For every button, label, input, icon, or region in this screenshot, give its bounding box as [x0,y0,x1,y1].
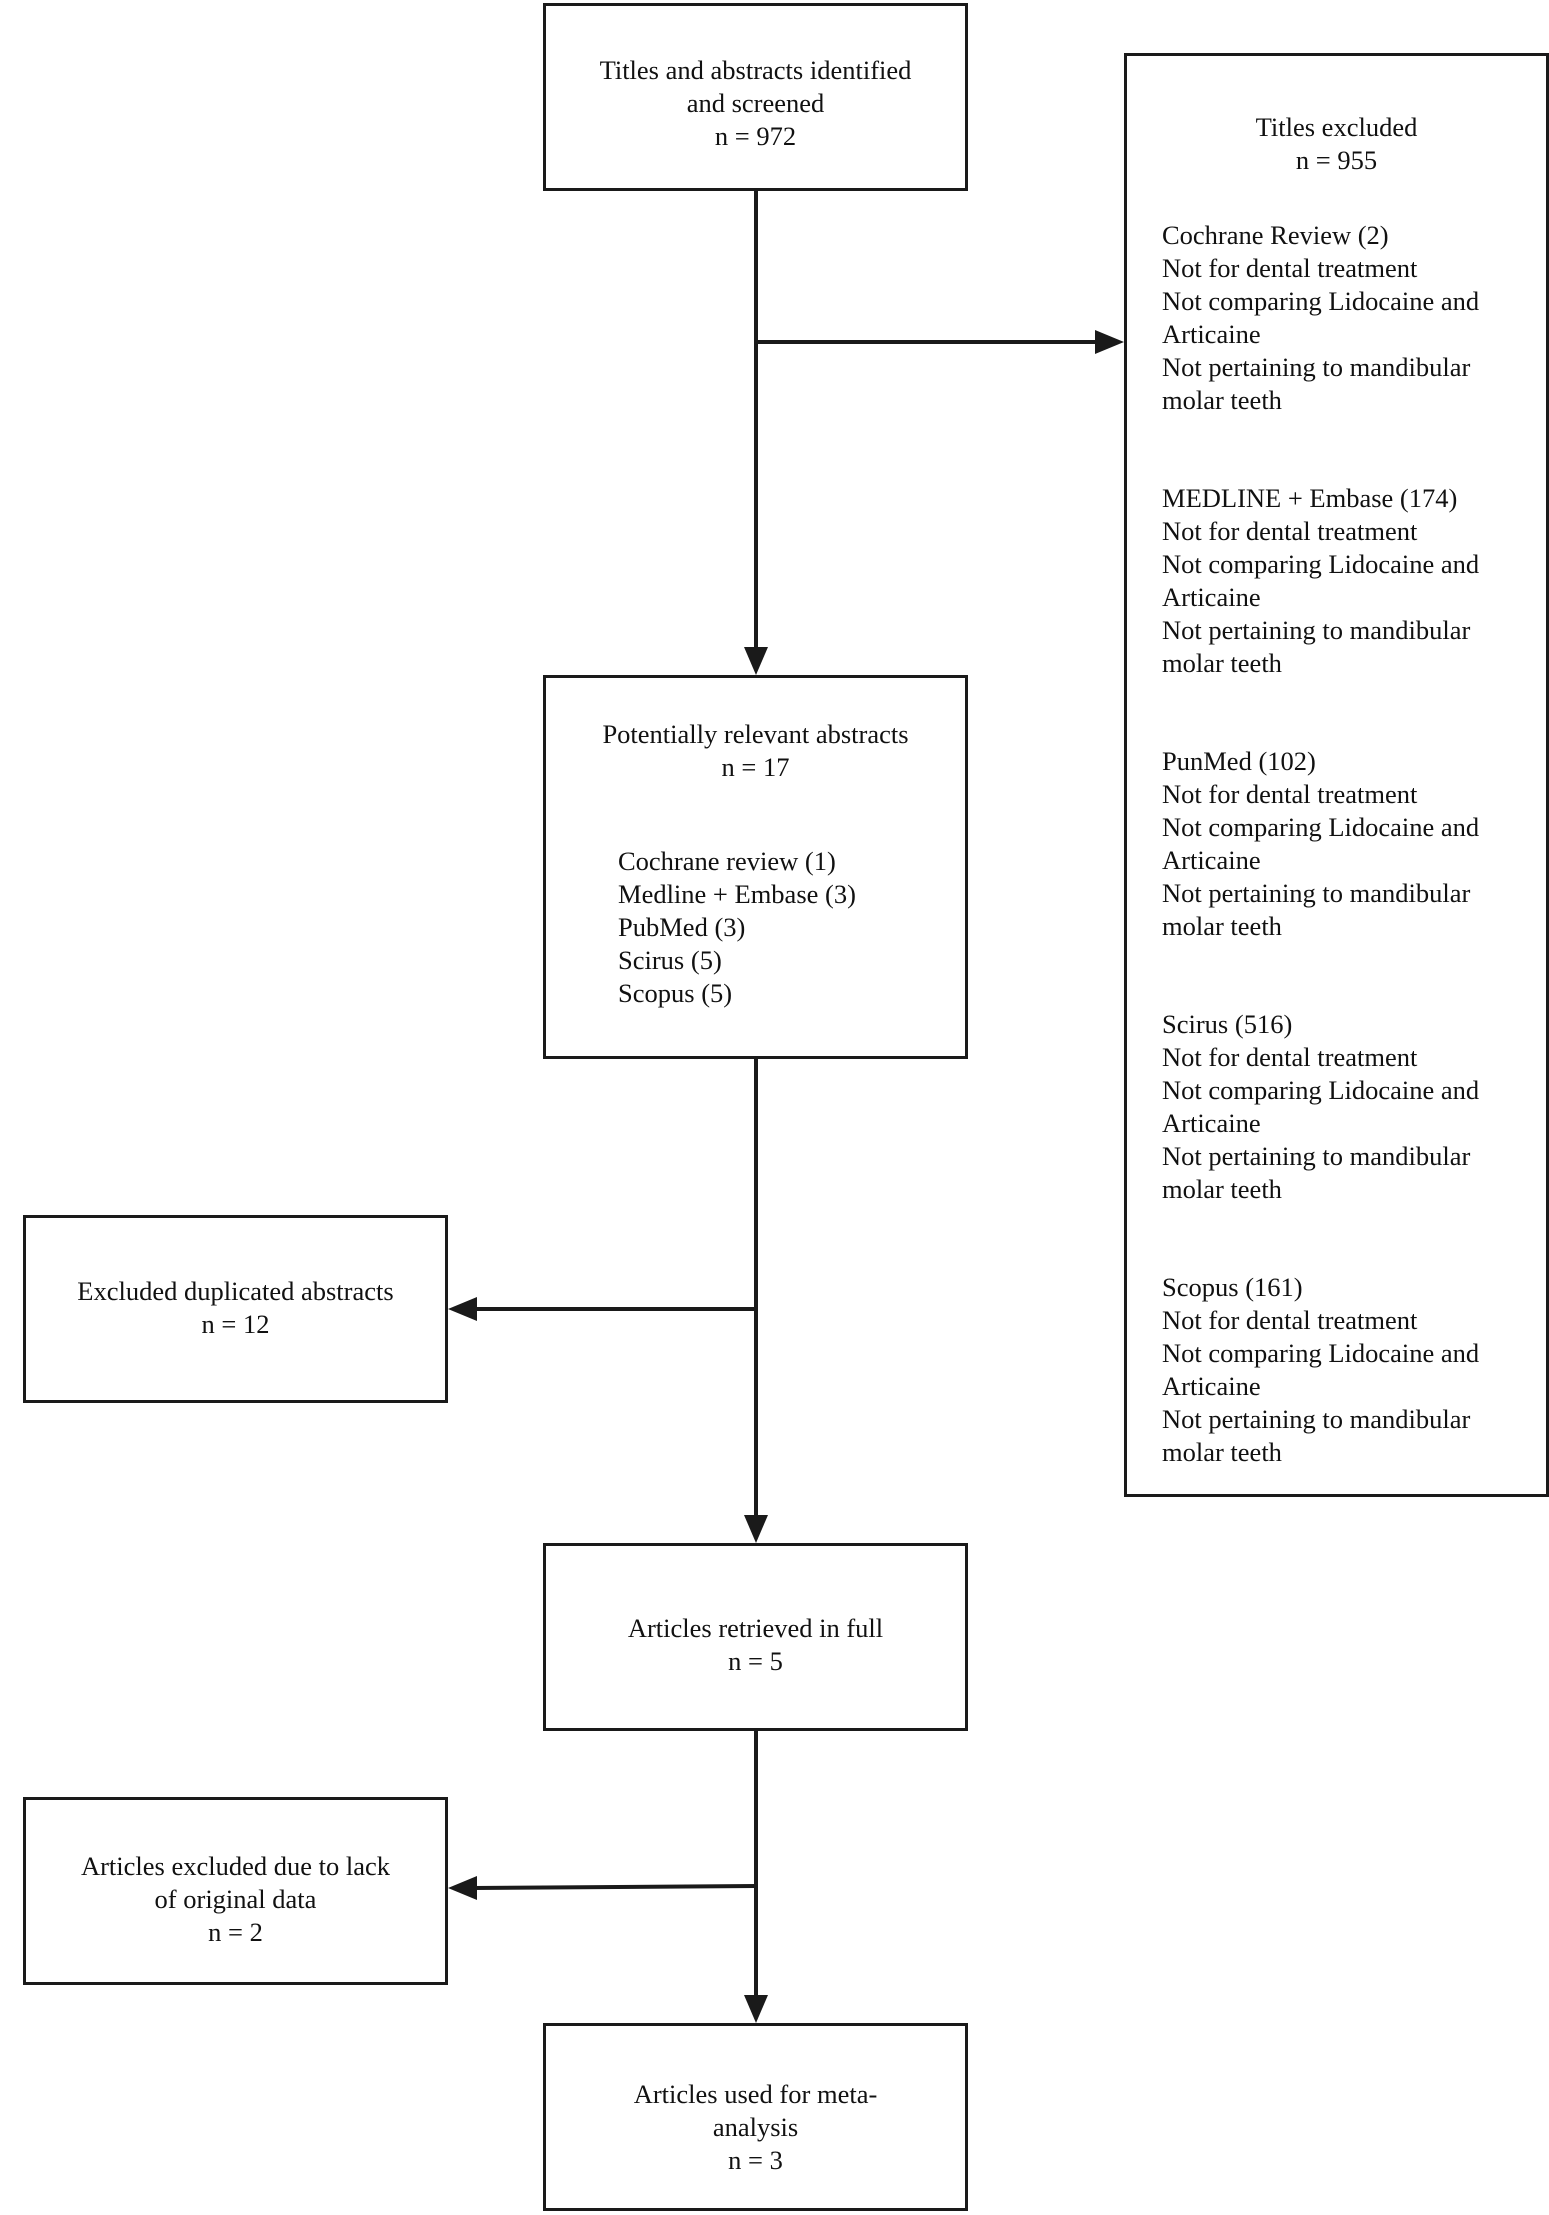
excluded-reason: Not pertaining to mandibular [1162,615,1471,645]
text-line: Excluded duplicated abstracts [77,1276,394,1306]
excluded-reason: Articaine [1162,1371,1261,1401]
excluded-reason: Not pertaining to mandibular [1162,1404,1471,1434]
arrowhead-meta [744,1995,768,2023]
box-potentially-relevant: Potentially relevant abstracts n = 17 Co… [543,675,968,1059]
arrowhead-titles-excluded [1095,330,1124,354]
excluded-reason: Not comparing Lidocaine and [1162,549,1480,579]
box-excluded-lack-of-data: Articles excluded due to lack of origina… [23,1797,448,1985]
excluded-group-source: Scirus (516) [1162,1009,1293,1039]
excluded-reason: Not for dental treatment [1162,253,1418,283]
excluded-group-source: MEDLINE + Embase (174) [1162,483,1458,513]
excluded-reason: Articaine [1162,845,1261,875]
excluded-reason: Not pertaining to mandibular [1162,878,1471,908]
connector-to-lack-of-data [473,1884,757,1890]
box-identified-screened: Titles and abstracts identified and scre… [543,3,968,191]
box-meta-analysis: Articles used for meta- analysis n = 3 [543,2023,968,2211]
excluded-reason: Articaine [1162,319,1261,349]
text-line: n = 3 [728,2145,783,2175]
text-line: and screened [686,88,825,118]
text-line: Titles and abstracts identified [599,55,912,85]
arrowhead-lack-of-data [448,1876,477,1900]
source-item: Cochrane review (1) [618,846,836,876]
arrowhead-relevant [744,647,768,675]
excluded-reason: Not for dental treatment [1162,779,1418,809]
source-item: Scirus (5) [618,945,722,975]
excluded-reason: molar teeth [1162,1437,1282,1467]
excluded-reason: Not for dental treatment [1162,1305,1418,1335]
excluded-reason: molar teeth [1162,1174,1282,1204]
excluded-reason: molar teeth [1162,911,1282,941]
text-line: of original data [154,1884,317,1914]
excluded-group-source: Scopus (161) [1162,1272,1303,1302]
excluded-reason: Not comparing Lidocaine and [1162,812,1480,842]
box-meta-analysis-text: Articles used for meta- analysis n = 3 [546,2078,965,2177]
excluded-group-pubmed: PunMed (102) Not for dental treatment No… [1162,745,1479,943]
arrowhead-retrieved [744,1515,768,1543]
source-item: Medline + Embase (3) [618,879,856,909]
excluded-group-medline-embase: MEDLINE + Embase (174) Not for dental tr… [1162,482,1479,680]
text-line: n = 972 [714,121,797,151]
titles-excluded-title: Titles excluded [1255,112,1418,142]
excluded-reason: Articaine [1162,582,1261,612]
excluded-reason: molar teeth [1162,648,1282,678]
excluded-group-cochrane: Cochrane Review (2) Not for dental treat… [1162,219,1479,417]
titles-excluded-header: Titles excluded n = 955 [1127,111,1546,177]
excluded-group-scopus: Scopus (161) Not for dental treatment No… [1162,1271,1479,1469]
box-articles-retrieved: Articles retrieved in full n = 5 [543,1543,968,1731]
text-line: analysis [712,2112,799,2142]
excluded-reason: molar teeth [1162,385,1282,415]
potentially-relevant-title: Potentially relevant abstracts [602,719,909,749]
excluded-group-source: Cochrane Review (2) [1162,220,1389,250]
box-articles-retrieved-text: Articles retrieved in full n = 5 [546,1612,965,1678]
excluded-reason: Not for dental treatment [1162,516,1418,546]
box-identified-screened-text: Titles and abstracts identified and scre… [546,54,965,153]
excluded-group-source: PunMed (102) [1162,746,1316,776]
potentially-relevant-header: Potentially relevant abstracts n = 17 [546,718,965,784]
box-excluded-duplicates: Excluded duplicated abstracts n = 12 [23,1215,448,1403]
text-line: Articles used for meta- [633,2079,878,2109]
text-line: Articles retrieved in full [627,1613,884,1643]
excluded-reason: Not comparing Lidocaine and [1162,1075,1480,1105]
excluded-group-scirus: Scirus (516) Not for dental treatment No… [1162,1008,1479,1206]
arrowhead-duplicates [448,1297,477,1321]
excluded-reason: Not comparing Lidocaine and [1162,1338,1480,1368]
box-excluded-duplicates-text: Excluded duplicated abstracts n = 12 [26,1275,445,1341]
box-titles-excluded: Titles excluded n = 955 Cochrane Review … [1124,53,1549,1497]
titles-excluded-count: n = 955 [1295,145,1378,175]
excluded-reason: Not pertaining to mandibular [1162,1141,1471,1171]
text-line: Articles excluded due to lack [80,1851,391,1881]
text-line: n = 5 [728,1646,783,1676]
source-item: Scopus (5) [618,978,733,1008]
excluded-reason: Articaine [1162,1108,1261,1138]
excluded-reason: Not comparing Lidocaine and [1162,286,1480,316]
text-line: n = 2 [208,1917,263,1947]
excluded-reason: Not for dental treatment [1162,1042,1418,1072]
excluded-reason: Not pertaining to mandibular [1162,352,1471,382]
potentially-relevant-count: n = 17 [721,752,790,782]
box-excluded-lack-of-data-text: Articles excluded due to lack of origina… [26,1850,445,1949]
text-line: n = 12 [201,1309,270,1339]
potentially-relevant-sources: Cochrane review (1) Medline + Embase (3)… [618,845,856,1010]
source-item: PubMed (3) [618,912,746,942]
